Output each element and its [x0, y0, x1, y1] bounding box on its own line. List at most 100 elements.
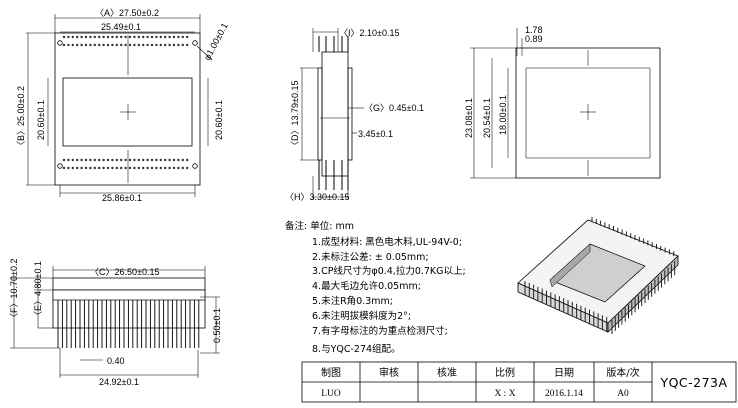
- pin-dot: [71, 158, 75, 162]
- dim-25-49: 25.49±0.1: [101, 22, 141, 32]
- pin-dot: [120, 43, 123, 47]
- top-view: [26, 14, 213, 197]
- pin-dot: [84, 35, 88, 39]
- dim-20-54: 20.54±0.1: [482, 98, 492, 138]
- front-standoff: [52, 289, 206, 301]
- pin-dot: [124, 166, 127, 170]
- tb-value-date: 2016.1.14: [545, 389, 583, 399]
- pin-dot: [106, 35, 110, 39]
- dim-1-78: 1.78: [525, 25, 543, 35]
- pin-dot: [128, 35, 132, 39]
- dim-3-45: 3.45±0.1: [358, 129, 393, 139]
- notes-title: 备注: 单位: mm: [285, 220, 354, 232]
- pin-dot: [186, 158, 189, 162]
- tb-header: 制图: [321, 366, 341, 379]
- pin-dot: [137, 35, 140, 39]
- pin-dot: [181, 166, 184, 170]
- pin-dot: [71, 166, 75, 170]
- pin-dot: [133, 158, 136, 162]
- side-view: [300, 28, 364, 200]
- tb-header: 日期: [554, 367, 574, 379]
- pin-dot: [177, 158, 180, 162]
- bottom-view: [470, 28, 661, 179]
- pin-dot: [93, 166, 97, 170]
- dim-B: 〈B〉25.00±0.2: [16, 86, 26, 150]
- pin-dot: [172, 158, 176, 162]
- note-item: 7.有字母标注的为重点检测尺寸;: [312, 325, 448, 337]
- pin-dot: [124, 158, 127, 162]
- note-item: 1.成型材料: 黑色电木料,UL-94V-0;: [312, 236, 462, 248]
- pin-dot: [67, 35, 70, 39]
- pin-dot: [102, 166, 105, 170]
- pin-dot: [142, 35, 145, 39]
- note-item: 5.未注R角0.3mm;: [312, 295, 393, 307]
- pin-dot: [186, 166, 189, 170]
- pin-dot: [133, 35, 136, 39]
- pin-dot: [98, 158, 101, 162]
- pin-dot: [164, 158, 167, 162]
- pin-dot: [76, 35, 79, 39]
- tb-header: 版本/次: [606, 366, 639, 379]
- pin-dot: [168, 166, 171, 170]
- pin-dot: [181, 35, 184, 39]
- dim-G: 〈G〉0.45±0.1: [364, 103, 424, 113]
- pin-dot: [93, 43, 97, 47]
- pin-dot: [159, 158, 162, 162]
- pin-dot: [106, 43, 110, 47]
- pin-dot: [115, 35, 119, 39]
- pin-dot: [93, 158, 97, 162]
- pin-dot: [71, 35, 75, 39]
- pin-dot: [80, 166, 83, 170]
- pin-dot: [89, 43, 92, 47]
- pin-dot: [168, 43, 171, 47]
- dim-24-92: 24.92±0.1: [99, 377, 139, 387]
- pin-dot: [150, 166, 154, 170]
- pin-dot: [80, 158, 83, 162]
- pin-dot: [67, 158, 70, 162]
- dim-0-50: 0.50±0.1: [212, 308, 222, 343]
- pin-dot: [106, 158, 110, 162]
- dim-0-89: 0.89: [525, 34, 543, 44]
- pin-dot: [137, 158, 140, 162]
- pin-dot: [62, 43, 66, 47]
- pin-dot: [164, 166, 167, 170]
- pin-dot: [186, 35, 189, 39]
- pin-dot: [168, 158, 171, 162]
- pin-dot: [67, 166, 70, 170]
- pin-dot: [159, 43, 162, 47]
- pin-dot: [111, 43, 114, 47]
- pin-dot: [98, 43, 101, 47]
- dim-F: 〈F〉10.70±0.2: [9, 259, 19, 322]
- pin-dot: [67, 43, 70, 47]
- pin-dot: [80, 43, 83, 47]
- pin-dot: [177, 35, 180, 39]
- pin-dot: [111, 166, 114, 170]
- pin-dot: [76, 166, 79, 170]
- pin-dot: [102, 158, 105, 162]
- pin-dot: [80, 35, 83, 39]
- pin-dot: [164, 43, 167, 47]
- pin-dot: [62, 35, 66, 39]
- note-item: 2.未标注公差: ± 0.05mm;: [312, 251, 429, 263]
- pin-dot: [115, 158, 119, 162]
- tb-value-scale: X : X: [494, 389, 515, 399]
- dim-20-60-left: 20.60±0.1: [36, 100, 46, 140]
- pin-dot: [71, 43, 75, 47]
- pin-dot: [120, 158, 123, 162]
- pin-dot: [120, 35, 123, 39]
- pin-dot: [146, 166, 149, 170]
- pin-dot: [142, 158, 145, 162]
- pin-dot: [142, 166, 145, 170]
- pin-dot: [89, 158, 92, 162]
- pin-dot: [128, 158, 132, 162]
- pin-dot: [98, 166, 101, 170]
- pin-dot: [124, 35, 127, 39]
- pin-dot: [155, 166, 158, 170]
- pin-dot: [84, 43, 88, 47]
- pin-dot: [120, 166, 123, 170]
- note-item: 4.最大毛边允许0.05mm;: [312, 280, 421, 292]
- tb-header: 审核: [379, 366, 399, 379]
- front-view: [10, 266, 220, 378]
- pin-dot: [155, 35, 158, 39]
- pin-dot: [89, 35, 92, 39]
